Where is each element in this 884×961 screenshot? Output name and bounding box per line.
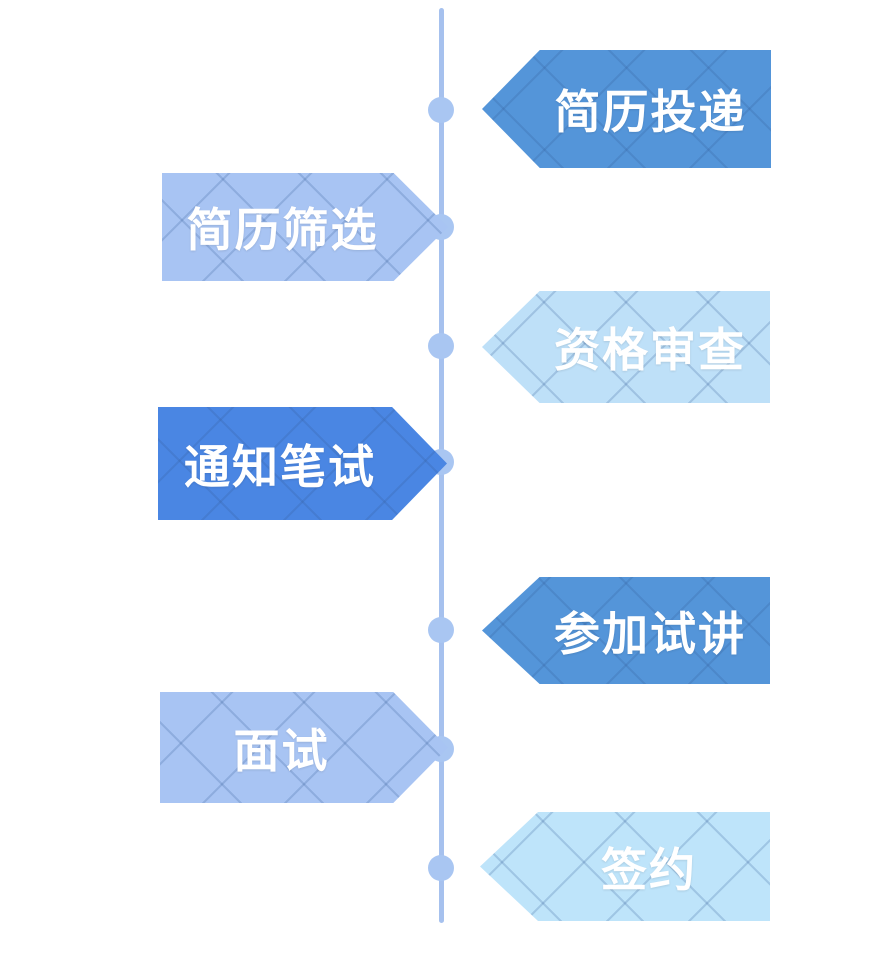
timeline-node: [428, 214, 454, 240]
timeline-node: [428, 449, 454, 475]
step-banner-resume-submission: 简历投递: [482, 50, 771, 168]
timeline-node: [428, 333, 454, 359]
step-banner-sign-contract: 签约: [480, 812, 770, 921]
step-label: 简历筛选: [186, 204, 379, 256]
timeline-node: [428, 736, 454, 762]
step-banner-qualification-review: 资格审查: [482, 291, 770, 403]
step-label: 面试: [233, 724, 330, 777]
step-label: 签约: [601, 843, 697, 896]
step-label: 参加试讲: [554, 607, 746, 660]
step-label: 通知笔试: [184, 440, 376, 493]
step-banner-trial-lecture: 参加试讲: [482, 577, 770, 684]
timeline-node: [428, 97, 454, 123]
timeline-node: [428, 617, 454, 643]
step-label: 资格审查: [554, 324, 746, 376]
step-banner-resume-screening: 简历筛选: [162, 173, 448, 281]
timeline-node: [428, 855, 454, 881]
step-banner-written-test-notice: 通知笔试: [158, 407, 447, 520]
step-label: 简历投递: [554, 86, 747, 138]
step-banner-interview: 面试: [160, 692, 448, 803]
